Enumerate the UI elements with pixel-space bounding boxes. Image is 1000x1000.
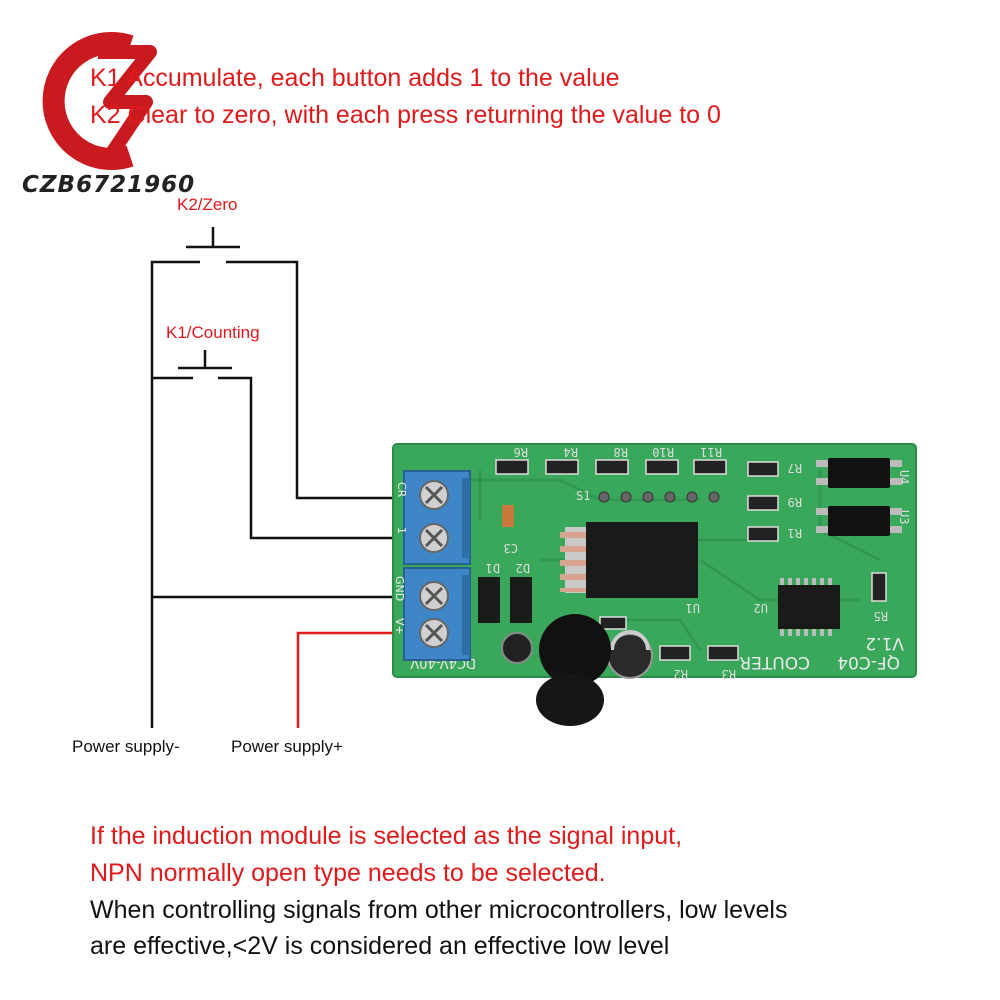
svg-text:U2: U2 <box>754 601 768 615</box>
footer-line-4: are effective,<2V is considered an effec… <box>90 932 670 960</box>
svg-text:R8: R8 <box>614 445 628 459</box>
svg-text:R9: R9 <box>788 495 802 509</box>
header-line-k2: K2 Clear to zero, with each press return… <box>90 101 721 129</box>
pin-header <box>598 491 720 503</box>
svg-text:D1: D1 <box>486 561 500 575</box>
k1-switch-label: K1/Counting <box>166 323 260 342</box>
top-resistors <box>495 459 887 661</box>
svg-text:U1: U1 <box>686 601 700 615</box>
power-minus-label: Power supply- <box>72 737 180 756</box>
footer-line-1: If the induction module is selected as t… <box>90 822 683 850</box>
svg-text:C3: C3 <box>504 541 518 555</box>
terminal-block-signal <box>403 470 471 565</box>
svg-text:R2: R2 <box>674 667 688 681</box>
svg-text:S1: S1 <box>576 489 590 503</box>
power-plus-wire <box>296 631 413 728</box>
svg-text:R5: R5 <box>874 609 888 623</box>
black-wires <box>150 227 413 728</box>
svg-text:R3: R3 <box>722 667 736 681</box>
ic-u2 <box>778 578 840 636</box>
svg-text:R6: R6 <box>514 445 528 459</box>
terminal-label-gnd: GND <box>393 576 406 601</box>
electrolytic-capacitors <box>501 630 653 679</box>
regulator-u1 <box>560 522 698 598</box>
brand-logo: CZB6721960 <box>22 32 195 198</box>
svg-text:R7: R7 <box>788 461 802 475</box>
capacitor-c3 <box>502 505 514 527</box>
header-line-k1: K1 Accumulate, each button adds 1 to the… <box>90 64 620 92</box>
footer-line-3: When controlling signals from other micr… <box>90 896 788 924</box>
silkscreen: R6 R4 R8 R10 R11 R7 R9 R1 S1 C3 D1 D2 U1… <box>486 445 911 681</box>
board-version-label: V1.2 <box>865 633 904 653</box>
terminal-block-power <box>403 567 471 661</box>
terminal-label-1: 1 <box>395 527 408 534</box>
inductor <box>536 614 611 726</box>
k2-switch-label: K2/Zero <box>177 195 238 214</box>
optocouplers <box>816 458 902 536</box>
svg-text:D2: D2 <box>516 561 530 575</box>
power-plus-label: Power supply+ <box>231 737 343 756</box>
pcb-board: R6 R4 R8 R10 R11 R7 R9 R1 S1 C3 D1 D2 U1… <box>392 443 917 726</box>
brand-text: CZB6721960 <box>22 172 195 198</box>
board-name-label: COUTER <box>739 652 810 672</box>
svg-text:R1: R1 <box>788 526 802 540</box>
svg-text:R10: R10 <box>652 445 674 459</box>
svg-text:R11: R11 <box>700 445 722 459</box>
board-model-label: QF-C04 <box>837 652 900 672</box>
terminal-label-vplus: V+ <box>393 618 406 635</box>
footer-line-2: NPN normally open type needs to be selec… <box>90 859 606 887</box>
diode-d2 <box>510 577 532 623</box>
svg-text:R4: R4 <box>564 445 578 459</box>
diode-d1 <box>478 577 500 623</box>
terminal-label-cr: CR <box>395 482 408 498</box>
